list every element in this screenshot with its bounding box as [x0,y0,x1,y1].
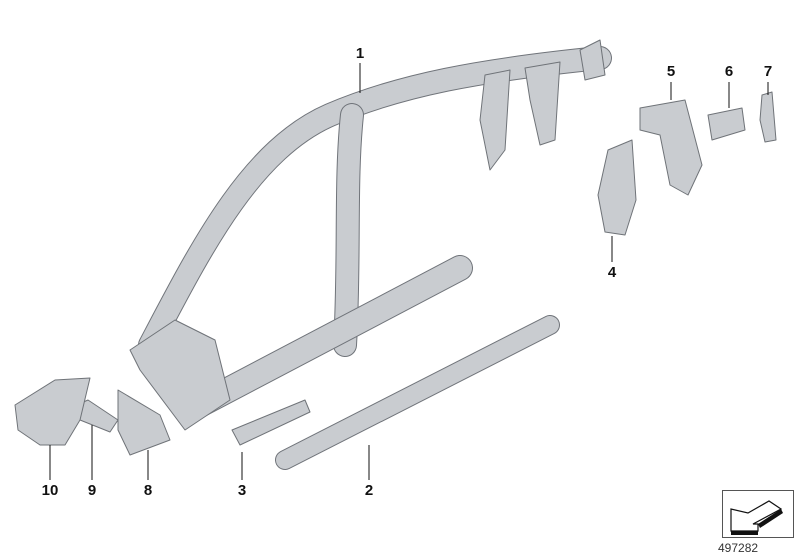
part-8-bracket[interactable] [117,389,171,456]
part-5-bracket[interactable] [639,99,703,196]
callout-7[interactable]: 7 [763,63,773,80]
part-7-bracket[interactable] [759,91,777,143]
part-3-reinforcement[interactable] [231,399,311,446]
callout-10[interactable]: 10 [41,482,59,499]
arrow-back-icon[interactable] [722,490,794,538]
callout-4[interactable]: 4 [607,264,617,281]
callout-5[interactable]: 5 [666,63,676,80]
diagram-id: 497282 [718,541,759,555]
part-1-side-frame[interactable] [129,39,612,431]
part-2-sill[interactable] [275,315,560,470]
callout-3[interactable]: 3 [237,482,247,499]
part-10-wheelhouse-front[interactable] [14,377,91,446]
callout-6[interactable]: 6 [724,63,734,80]
callout-9[interactable]: 9 [87,482,97,499]
callout-2[interactable]: 2 [364,482,374,499]
callout-1[interactable]: 1 [355,45,365,62]
part-4-pillar-reinforcement[interactable] [597,139,637,236]
callout-8[interactable]: 8 [143,482,153,499]
part-6-bracket[interactable] [707,107,746,141]
